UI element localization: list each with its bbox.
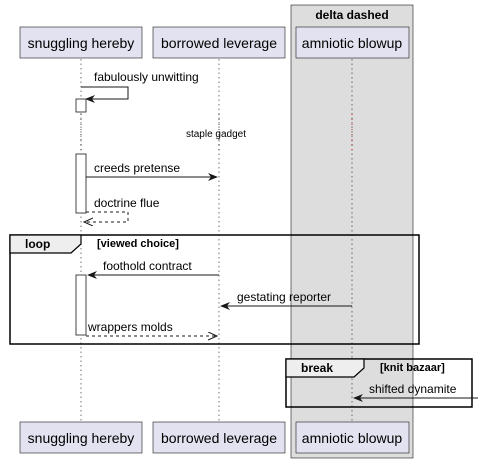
- participant-label: snuggling hereby: [28, 430, 135, 446]
- message-label: creeds pretense: [94, 161, 180, 175]
- activation-bar: [75, 98, 87, 113]
- message-label: wrappers molds: [87, 320, 173, 334]
- participant-label: snuggling hereby: [28, 35, 135, 51]
- fragment-keyword: loop: [25, 237, 50, 251]
- participant-top-borrowed-leverage[interactable]: borrowed leverage: [152, 26, 286, 59]
- message-label: foothold contract: [103, 259, 192, 273]
- fragment-condition: [viewed choice]: [97, 238, 179, 250]
- participant-label: borrowed leverage: [161, 35, 277, 51]
- message-shifted-dynamite: shifted dynamite: [353, 382, 478, 402]
- participant-label: amniotic blowup: [302, 35, 403, 51]
- participant-label: amniotic blowup: [302, 430, 403, 446]
- fragment-condition: [knit bazaar]: [380, 362, 445, 374]
- message-label: gestating reporter: [237, 290, 331, 304]
- participant-label: borrowed leverage: [161, 430, 277, 446]
- message-label: fabulously unwitting: [94, 70, 199, 84]
- message-label: doctrine flue: [94, 196, 160, 210]
- message-doctrine-flue: doctrine flue: [84, 196, 160, 222]
- message-wrappers-molds: wrappers molds: [86, 320, 217, 336]
- message-foothold-contract: foothold contract: [87, 259, 219, 279]
- participant-bottom-snuggling-hereby[interactable]: snuggling hereby: [19, 421, 143, 454]
- fragment-break: break [knit bazaar]: [285, 358, 473, 408]
- message-gestating-reporter: gestating reporter: [220, 290, 352, 310]
- delay-label: staple gadget: [186, 129, 246, 140]
- participant-top-snuggling-hereby[interactable]: snuggling hereby: [19, 26, 143, 59]
- participant-bottom-borrowed-leverage[interactable]: borrowed leverage: [152, 421, 286, 454]
- activation-bar: [75, 153, 87, 214]
- participant-top-amniotic-blowup[interactable]: amniotic blowup: [295, 26, 410, 59]
- message-label: shifted dynamite: [369, 382, 457, 396]
- fragment-keyword: break: [301, 361, 333, 375]
- message-creeds-pretense: creeds pretense: [86, 161, 218, 181]
- activation-bar: [75, 274, 87, 336]
- box-group-title: delta dashed: [315, 8, 388, 22]
- fragment-loop: loop [viewed choice]: [9, 234, 420, 345]
- participant-bottom-amniotic-blowup[interactable]: amniotic blowup: [295, 421, 410, 454]
- message-fabulously-unwitting: fabulously unwitting: [81, 70, 199, 103]
